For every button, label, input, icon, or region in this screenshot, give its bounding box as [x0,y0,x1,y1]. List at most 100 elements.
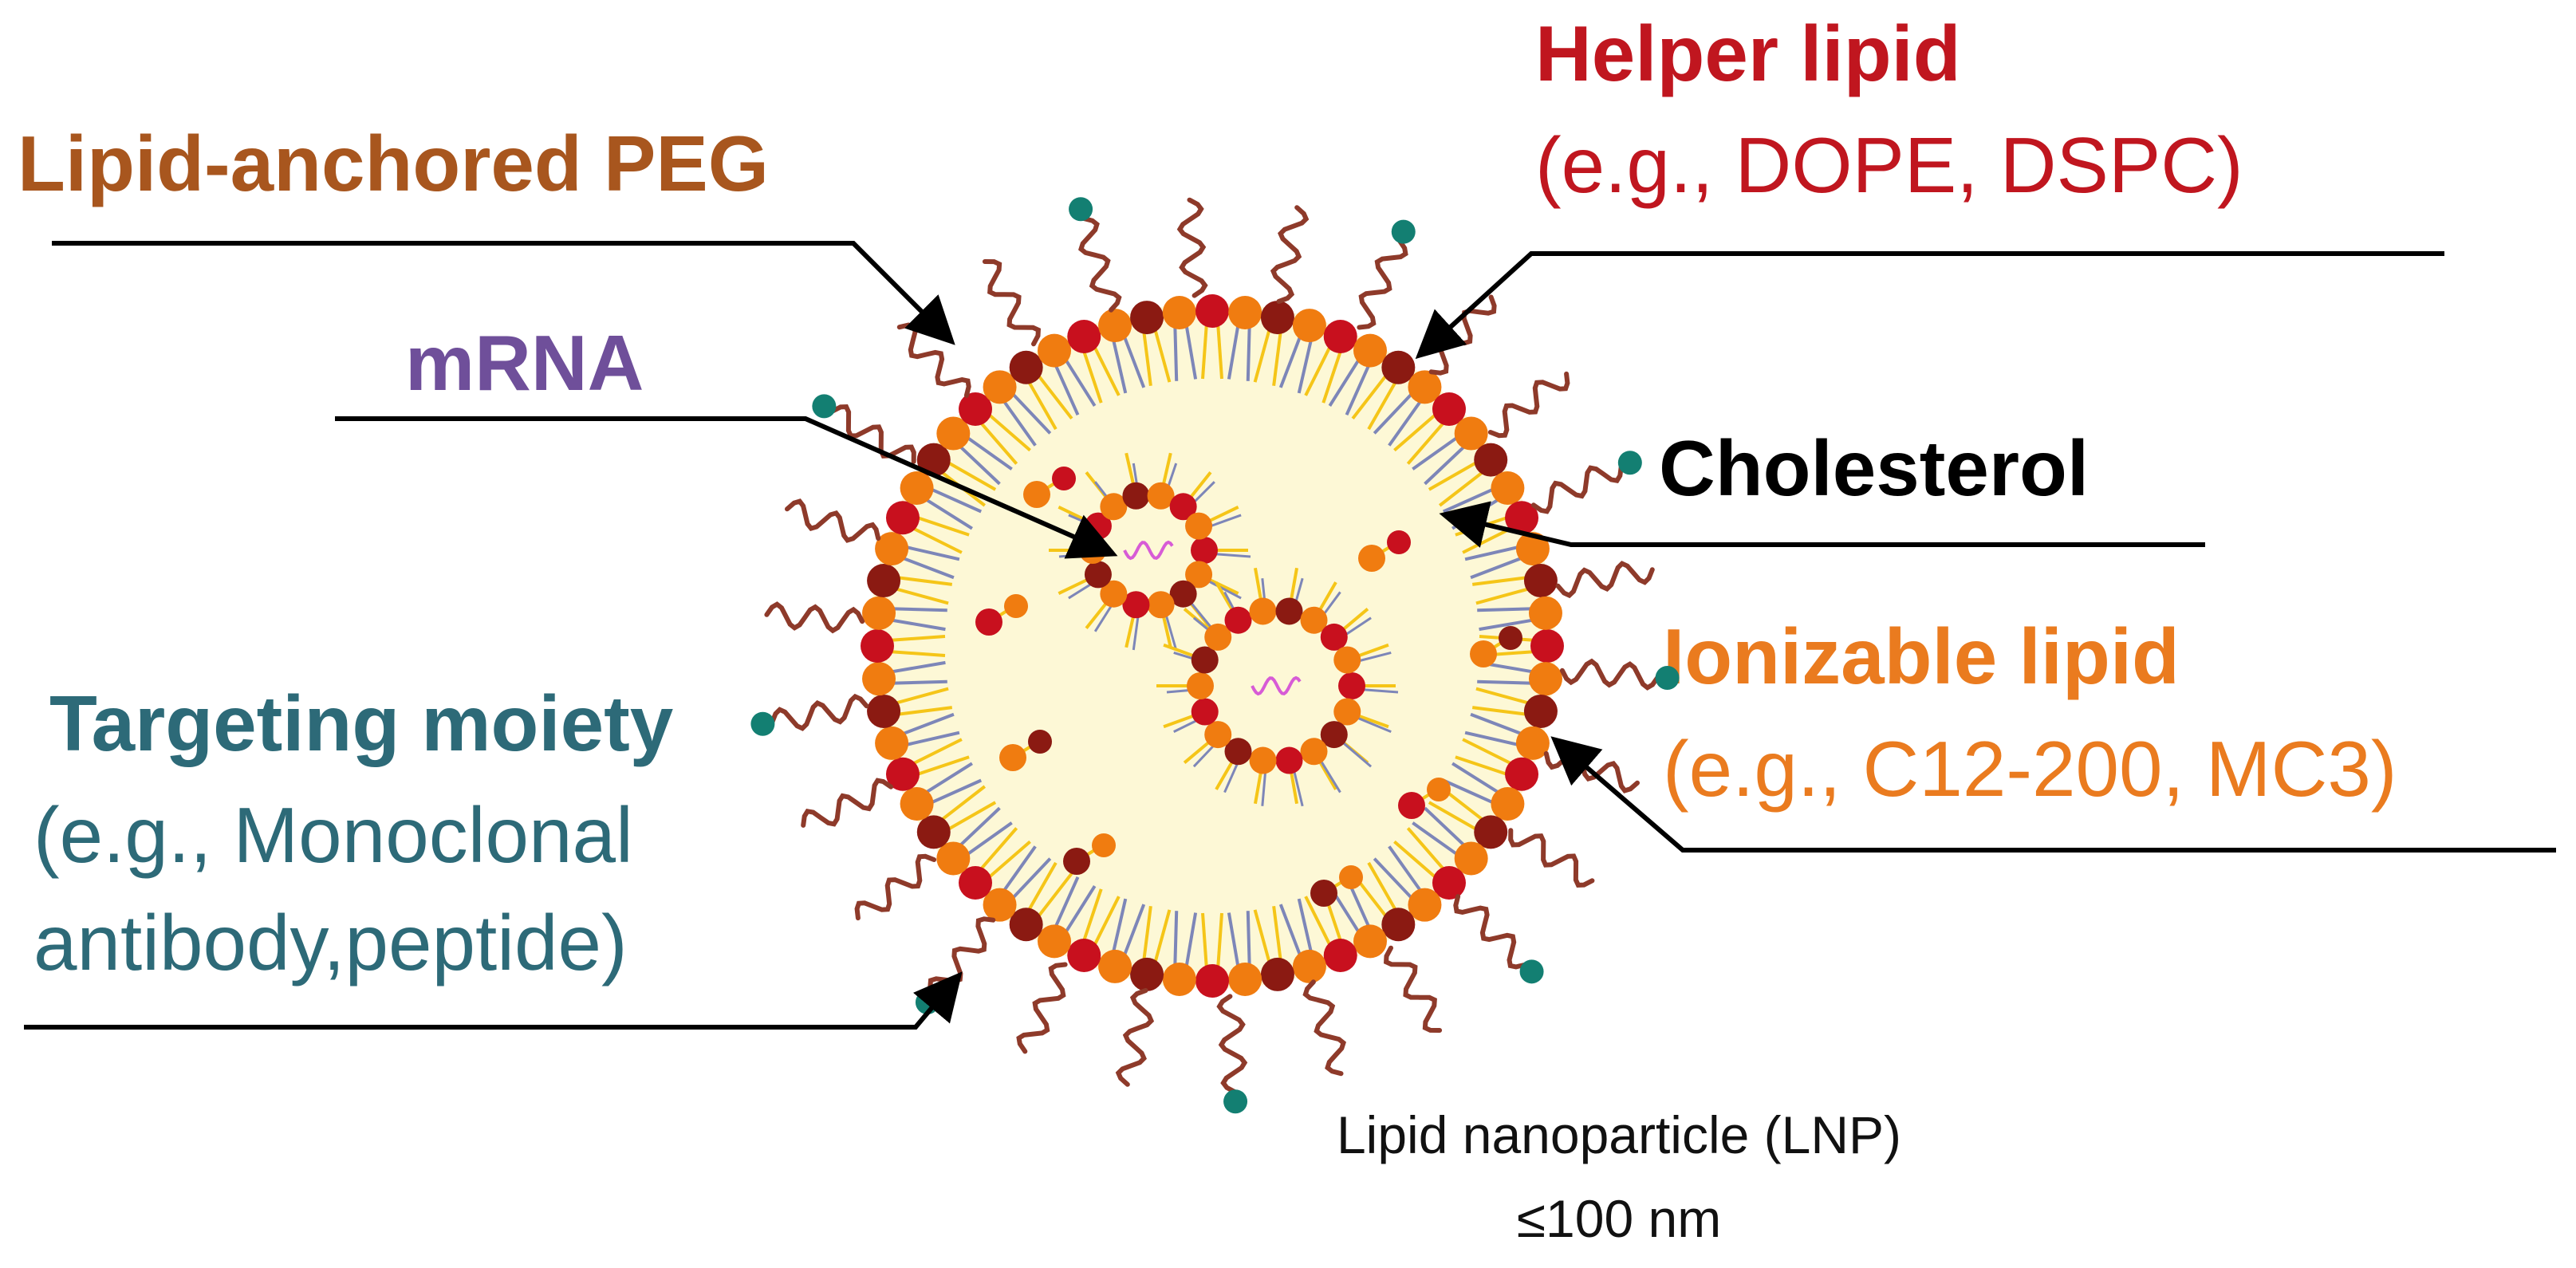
lipid-head [1191,537,1218,564]
targeting-moiety-examples-2: antibody,peptide) [33,899,628,986]
lipid-head [1454,416,1488,451]
mrna-strand-icon [1251,675,1302,696]
peg-chain-icon [1016,962,1068,1054]
lipid-head [1162,962,1196,996]
helper-lipid-title: Helper lipid [1535,10,1961,97]
lipid-head [1528,662,1562,696]
lipid-head [1260,957,1294,991]
peg-chain-icon [928,916,996,998]
lipid-head [1505,501,1539,535]
lipid-head [1224,606,1252,634]
lipid-head [1353,333,1387,368]
lipid-head [916,815,951,849]
lipid-head [1122,591,1150,619]
lipid-head [867,564,901,598]
lipid-head [1185,512,1213,540]
lipid-head [1432,392,1466,427]
lipid-head [1323,319,1357,353]
lipid-head [983,370,1017,404]
lipid-head [1147,591,1175,619]
lipid-head [1300,738,1328,766]
lipid-head [1398,792,1425,819]
lipid-head [999,744,1026,771]
lipid-head [1523,694,1558,728]
lipid-head [875,726,909,760]
lipid-head [1310,880,1337,907]
targeting-dot-icon [1391,219,1416,244]
mrna-title: mRNA [405,319,644,407]
peg-chain-icon [785,498,881,543]
lipid-head [1023,481,1050,508]
lipid-head [936,841,971,876]
lipid-head [1474,815,1508,849]
lipid-head [861,629,894,663]
annotation-arrows [24,241,2556,1030]
lipid-head [1474,443,1508,477]
peg-chain-icon [896,322,971,398]
lipid-head [1191,698,1219,726]
cholesterol-title: Cholesterol [1659,424,2090,512]
lipid-head [1491,786,1525,821]
peg-chain-icon [1270,205,1310,304]
peg-chain-icon [1453,894,1528,970]
targeting-dot-icon [750,711,775,736]
lipid-head [1275,746,1303,774]
lipid-head [1187,672,1214,699]
lnp-particle-icon [750,197,1680,1114]
lipid-head [1204,623,1232,651]
lipid-head [916,443,951,477]
peg-chain-icon [770,693,869,731]
lipid-head [959,865,993,900]
lipid-head [1038,924,1072,959]
lipid-head [1275,597,1303,625]
lipid-head [867,694,901,728]
peg-chain-icon [1555,561,1655,599]
lipid-head [1523,564,1558,598]
lipid-head [983,888,1017,922]
lipid-head [1147,482,1175,510]
lipid-head [1432,865,1466,900]
peg-chain-icon [1530,464,1624,514]
lipid-head [1028,730,1052,754]
lipid-head [1381,908,1416,942]
peg-chain-icon [1115,988,1155,1087]
lipid-head [1169,493,1197,521]
targeting-dot-icon [812,394,837,419]
lipid-head [885,757,920,791]
peg-chain-icon [1078,215,1122,313]
lipid-head [1505,757,1539,791]
lipid-head [936,416,971,451]
lipid-head [1249,597,1277,625]
targeting-moiety-examples-1: (e.g., Monoclonal [33,791,633,879]
lipid-head [1292,309,1326,343]
lipid-head [1515,532,1550,566]
lipid-head [1470,640,1497,667]
peg-chain-icon [1302,979,1346,1077]
targeting-dot-icon [1519,959,1544,984]
peg-title: Lipid-anchored PEG [18,120,769,207]
lipid-head [1162,296,1196,330]
lipid-head [1333,698,1361,726]
lipid-head [875,532,909,566]
lipid-head [1122,482,1150,510]
mrna-arrow [335,416,1118,559]
lipid-head [1387,530,1411,554]
lipid-head [1067,319,1101,353]
lipid-head [1038,333,1072,368]
lipid-head [1004,594,1028,618]
peg-chain-icon [764,601,865,634]
lipid-head [959,392,993,427]
lipid-head [1320,721,1348,749]
lipid-head [1300,606,1328,634]
lipid-head [1260,301,1294,335]
ionizable-lipid-arrow [1550,736,2556,853]
peg-chain-icon [1487,371,1570,439]
lipid-head [862,596,896,630]
peg-chain-icon [1216,994,1248,1095]
peg-chain-icon [1383,945,1443,1033]
lipid-head [1353,924,1387,959]
lipid-head [1491,471,1525,506]
lipid-head [1204,721,1232,749]
lipid-head [1084,561,1112,589]
lipid-head [1358,545,1385,572]
